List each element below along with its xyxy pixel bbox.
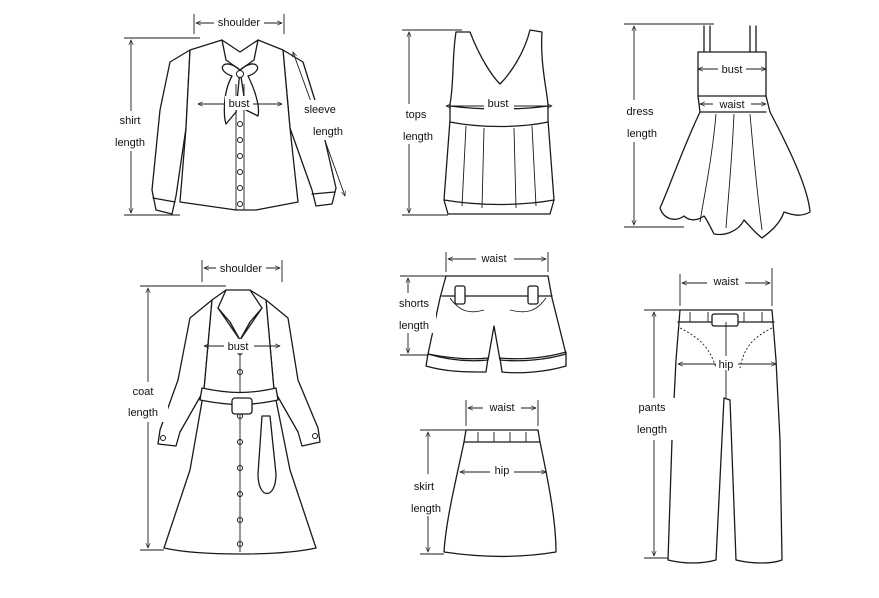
- tops-length-label-2: length: [403, 131, 433, 143]
- coat-length-label-1: coat: [133, 386, 154, 398]
- shirt-length-label-1: shirt: [120, 115, 141, 127]
- pants-waist-label: waist: [712, 276, 738, 288]
- dress-diagram: bust waist dress length: [620, 23, 811, 239]
- skirt-length-label-2: length: [411, 503, 441, 515]
- shirt-length-label-2: length: [115, 137, 145, 149]
- pants-hip-label: hip: [719, 359, 734, 371]
- shorts-length-label-2: length: [399, 320, 429, 332]
- skirt-hip-label: hip: [495, 465, 510, 477]
- pants-diagram: waist hip pants length: [632, 268, 783, 564]
- skirt-length-label-1: skirt: [414, 481, 434, 493]
- sleeve-length-label-2: length: [313, 126, 343, 138]
- dress-length-label-2: length: [627, 128, 657, 140]
- coat-bust-label: bust: [228, 341, 249, 353]
- skirt-diagram: waist hip skirt length: [406, 400, 557, 558]
- shirt-bust-label: bust: [229, 98, 250, 110]
- tops-bust-label: bust: [488, 98, 509, 110]
- skirt-waist-label: waist: [488, 402, 514, 414]
- tops-length-label-1: tops: [406, 109, 427, 121]
- pants-length-label-1: pants: [639, 402, 666, 414]
- shirt-shoulder-label: shoulder: [218, 17, 261, 29]
- shirt-diagram: shoulder bust shirt length sleeve length: [112, 14, 345, 216]
- shorts-length-label-1: shorts: [399, 298, 429, 310]
- shorts-diagram: waist shorts length: [392, 251, 567, 374]
- dress-bust-label: bust: [722, 64, 743, 76]
- dress-waist-label: waist: [718, 99, 744, 111]
- pants-length-label-2: length: [637, 424, 667, 436]
- tops-diagram: bust tops length: [396, 29, 555, 216]
- coat-diagram: shoulder bust coat length: [124, 260, 321, 555]
- coat-length-label-2: length: [128, 407, 158, 419]
- coat-shoulder-label: shoulder: [220, 263, 263, 275]
- dress-length-label-1: dress: [627, 106, 654, 118]
- shorts-waist-label: waist: [480, 253, 506, 265]
- sleeve-length-label-1: sleeve: [304, 104, 336, 116]
